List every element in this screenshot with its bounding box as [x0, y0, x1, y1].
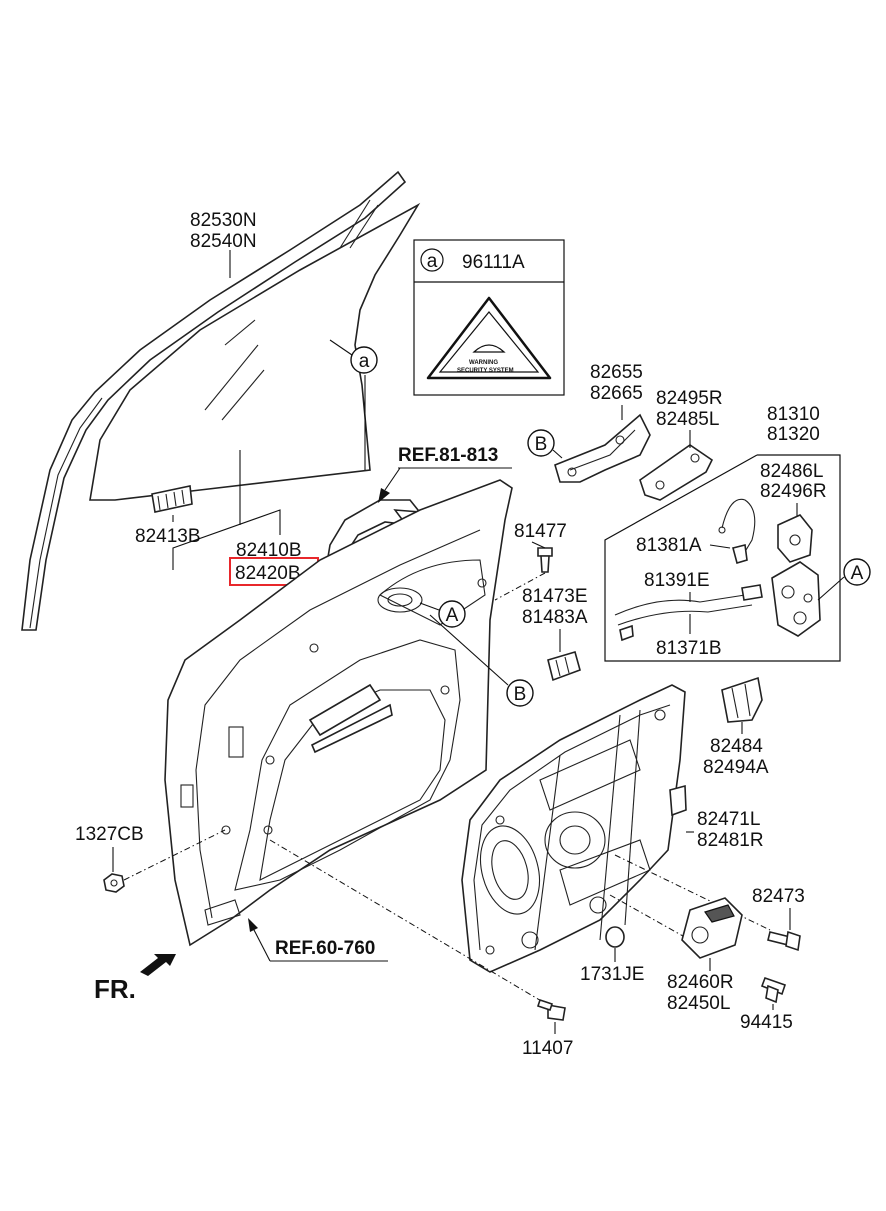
bolt-82473-icon	[767, 930, 801, 952]
front-direction-label: FR.	[94, 974, 136, 1004]
latch-callout-A-text: A	[851, 563, 864, 584]
label-1327CB: 1327CB	[75, 824, 144, 845]
rod-bracket-icon	[639, 444, 714, 501]
label-81371B: 81371B	[656, 638, 722, 659]
label-82494A: 82494A	[703, 757, 769, 778]
door-callout-A: A	[438, 600, 466, 628]
inside-handle-callout-B: B	[527, 429, 555, 457]
label-82481R: 82481R	[697, 830, 764, 851]
label-82655: 82655	[590, 362, 643, 383]
label-81391E: 81391E	[644, 570, 710, 591]
label-81320: 81320	[767, 424, 820, 445]
ref-81-813: REF.81-813	[398, 445, 498, 466]
ref-60-760: REF.60-760	[275, 938, 375, 959]
label-82460R: 82460R	[667, 972, 734, 993]
label-82530N: 82530N	[190, 210, 257, 231]
label-82473: 82473	[752, 886, 805, 907]
sticker-box: a 96111A WARNING SECURITY SYSTEM	[413, 239, 565, 396]
label-82471L: 82471L	[697, 809, 760, 830]
security-system-text: SECURITY SYSTEM	[457, 368, 514, 374]
door-latch-icon	[771, 561, 821, 637]
door-panel	[164, 479, 513, 947]
cable-81391E-icon	[614, 584, 763, 642]
label-1731JE: 1731JE	[580, 964, 644, 985]
window-glass	[89, 199, 421, 501]
label-82485L: 82485L	[656, 409, 719, 430]
warning-text: WARNING	[469, 360, 498, 366]
cable-81381A-icon	[718, 498, 756, 565]
glass-run-channel	[21, 170, 407, 631]
label-82540N: 82540N	[190, 231, 257, 252]
part-82413B-icon	[151, 485, 193, 513]
door-callout-B-text: B	[514, 684, 527, 705]
label-82450L: 82450L	[667, 993, 730, 1014]
inside-handle-frame	[554, 413, 651, 483]
bolt-81477-icon	[537, 547, 553, 573]
door-callout-B: B	[506, 679, 534, 707]
label-82486L: 82486L	[760, 461, 823, 482]
door-module-panel	[461, 684, 687, 973]
label-94415: 94415	[740, 1012, 793, 1033]
label-82413B: 82413B	[135, 526, 201, 547]
label-81310: 81310	[767, 404, 820, 425]
label-82484: 82484	[710, 736, 763, 757]
grommet-1731JE-icon	[605, 926, 625, 948]
label-96111A: 96111A	[462, 252, 525, 273]
warning-triangle-icon	[426, 296, 552, 380]
door-callout-A-text: A	[446, 605, 459, 626]
label-81477: 81477	[514, 521, 567, 542]
bolt-11407-icon	[536, 998, 566, 1021]
label-82495R: 82495R	[656, 388, 723, 409]
glass-leaders	[172, 250, 366, 570]
label-82410B: 82410B	[236, 540, 302, 561]
nut-1327CB-icon	[103, 873, 125, 893]
sticker-box-ref: a	[427, 251, 438, 272]
screw-94415-icon	[760, 976, 787, 1004]
window-motor-icon	[681, 897, 743, 959]
label-82420B: 82420B	[235, 563, 301, 584]
label-81473E: 81473E	[522, 586, 588, 607]
label-81483A: 81483A	[522, 607, 588, 628]
latch-box	[604, 454, 841, 662]
label-81381A: 81381A	[636, 535, 702, 556]
front-arrow-icon	[140, 954, 176, 976]
bracket-82484-icon	[721, 676, 763, 723]
latch-callout-A: A	[843, 558, 871, 586]
inside-handle-callout-B-text: B	[535, 434, 548, 455]
label-11407: 11407	[522, 1038, 573, 1059]
label-82665: 82665	[590, 383, 643, 404]
clip-81473E-icon	[547, 651, 581, 682]
glass-callout-a-text: a	[359, 351, 370, 372]
glass-callout-a: a	[350, 346, 378, 374]
label-82496R: 82496R	[760, 481, 827, 502]
latch-cover-icon	[777, 514, 813, 563]
